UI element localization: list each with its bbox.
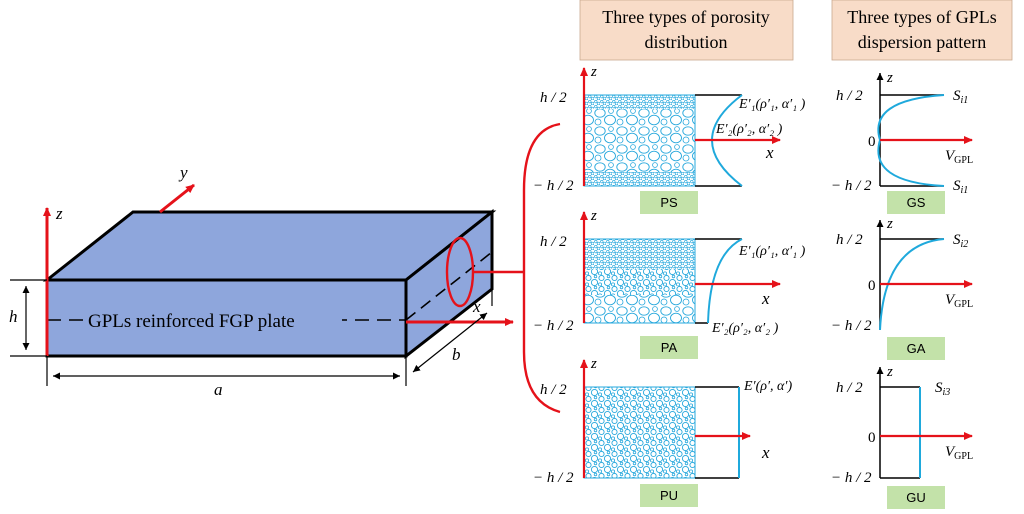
gs-zero-label: 0 [868,134,876,150]
zoom-brace [522,122,561,414]
header-gpl-line1: Three types of GPLs [847,7,996,27]
dim-b-label: b [452,345,461,364]
ps-z-label: z [590,64,597,80]
header-porosity: Three types of porosity distribution [579,0,794,61]
pu-top-label: h / 2 [540,382,567,398]
dim-a-label: a [214,380,223,399]
ps-tag-bg [640,191,698,214]
gpl-panel-ga: z h / 2 0 − h / 2 Si2 VGPL GA [831,216,973,360]
gs-bottom-label: − h / 2 [831,178,872,194]
svg-text:Si1: Si1 [953,88,968,106]
dim-b-line [412,312,488,373]
ga-tag: GA [907,341,926,356]
svg-text:VGPL: VGPL [945,444,973,462]
gs-s-top: S [953,88,961,104]
svg-text:Si2: Si2 [953,232,968,250]
plate-x-label: x [472,297,481,316]
gu-s-top: S [935,380,943,396]
pa-e1-label: E′₁(ρ′₁, α′₁ ) [738,244,806,259]
svg-text:VGPL: VGPL [945,292,973,310]
ga-s-top: S [953,232,961,248]
gu-v-sub: GPL [954,451,973,462]
pu-tag: PU [660,488,678,503]
ga-v-sub: GPL [954,299,973,310]
plate-y-label: y [178,163,188,182]
ps-foam-core [584,95,695,186]
ps-foam-top [584,95,695,109]
gu-zero-label: 0 [868,430,876,446]
pu-x-label: x [761,443,770,462]
gs-top-label: h / 2 [836,88,863,104]
gu-z-label: z [886,364,893,380]
pu-bottom-label: − h / 2 [533,470,574,486]
gpl-panel-gu: z h / 2 0 − h / 2 Si3 VGPL GU [831,364,973,509]
svg-text:VGPL: VGPL [945,148,973,166]
gs-tag-bg [887,191,945,214]
gu-bottom-label: − h / 2 [831,470,872,486]
ga-zero-label: 0 [868,278,876,294]
ps-foam-bottom [584,172,695,186]
porosity-panel-pu: z x h / 2 − h / 2 E′(ρ′, α′) PU [533,356,792,507]
ps-x-label: x [765,143,774,162]
gs-tag: GS [907,195,926,210]
svg-text:Si3: Si3 [935,380,950,398]
pa-z-label: z [590,208,597,224]
plate-label-bg [84,308,342,332]
gu-s-top-sub: i3 [943,387,951,398]
pu-e-label: E′(ρ′, α′) [743,379,792,394]
ga-top-label: h / 2 [836,232,863,248]
gs-s-top-sub: i1 [961,95,969,106]
svg-text:Si1: Si1 [953,178,968,196]
pu-z-label: z [590,356,597,372]
header-porosity-line2: distribution [644,32,727,52]
gu-v-label: V [945,444,956,460]
gu-tag-bg [887,486,945,509]
gs-s-bottom-sub: i1 [961,185,969,196]
pa-top-label: h / 2 [540,234,567,250]
gs-v-label: V [945,148,956,164]
ps-e1-label: E′₁(ρ′₁, α′₁ ) [738,97,806,112]
porosity-panel-pa: z x h / 2 − h / 2 E′₁(ρ′₁, α′₁ ) E′₂(ρ′₂… [533,208,806,359]
ps-bottom-label: − h / 2 [533,178,574,194]
ga-s-top-sub: i2 [961,239,969,250]
ga-z-label: z [886,216,893,232]
porosity-panel-ps: z x h / 2 − h / 2 E′₁(ρ′₁, α′₁ ) E′₂(ρ′₂… [533,64,806,214]
ps-e2-label: E′₂(ρ′₂, α′₂ ) [715,122,783,137]
pa-x-label: x [761,289,770,308]
ga-bottom-label: − h / 2 [831,318,872,334]
gu-tag: GU [906,490,926,505]
ga-tag-bg [887,337,945,360]
plate-y-axis [159,183,195,214]
gu-top-label: h / 2 [836,380,863,396]
pu-tag-bg [640,484,698,507]
gs-z-label: z [886,70,893,86]
header-gpl-line2: dispersion pattern [858,32,986,52]
pu-foam [583,386,696,479]
header-gpl: Three types of GPLs dispersion pattern [831,0,1013,61]
gs-s-bottom: S [953,178,961,194]
pa-modulus-curve [707,238,743,324]
ga-curve [879,238,945,331]
plate-label: GPLs reinforced FGP plate [88,311,295,332]
plate-z-label: z [55,204,63,223]
gpl-panel-gs: z h / 2 0 − h / 2 Si1 Si1 VGPL GS [831,70,973,214]
pa-foam-bottom [584,295,695,323]
pa-tag: PA [661,340,678,355]
gs-v-sub: GPL [954,155,973,166]
header-porosity-line1: Three types of porosity [602,7,769,27]
dim-h-label: h [9,307,18,326]
plate-group: GPLs reinforced FGP plate z y x h a b [9,122,561,414]
pa-tag-bg [640,336,698,359]
ps-top-label: h / 2 [540,90,567,106]
pa-e2-label: E′₂(ρ′₂, α′₂ ) [711,321,779,336]
ps-tag: PS [660,195,678,210]
ga-v-label: V [945,292,956,308]
pa-foam-top [584,239,695,269]
pa-bottom-label: − h / 2 [533,318,574,334]
